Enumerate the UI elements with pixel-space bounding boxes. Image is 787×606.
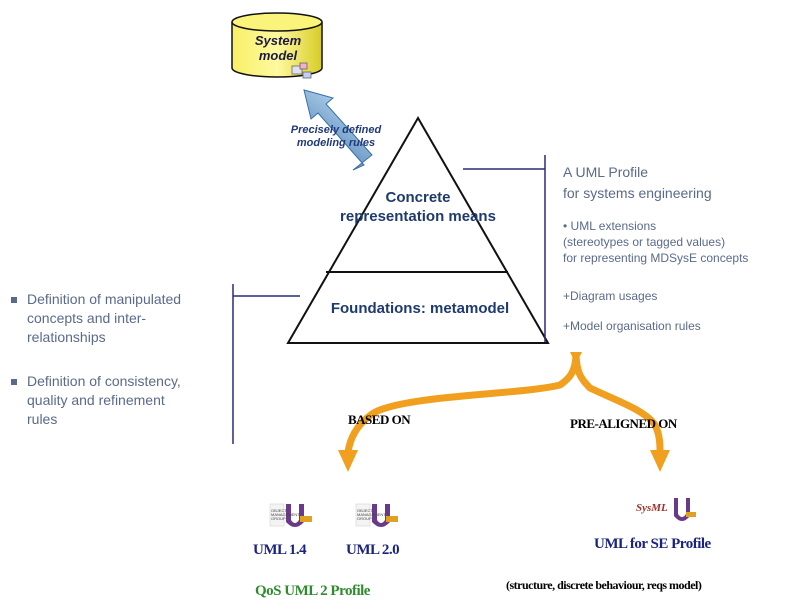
uml20-label: UML 2.0 <box>346 542 400 558</box>
pyramid <box>286 116 550 344</box>
pyramid-top-line2: representation means <box>340 208 496 225</box>
modeling-rules-arrow <box>303 89 373 171</box>
square-bullet-2 <box>11 379 17 385</box>
uml14-label: UML 1.4 <box>253 542 307 558</box>
omg-text-1c: GROUP <box>271 516 286 521</box>
uml-extensions-text: UML extensions <box>570 219 657 233</box>
omg-text-2a: OBJECT <box>357 508 373 513</box>
omg-logo-text-2: OBJECT MANAGEMENT GROUP <box>357 508 386 521</box>
uml-profile-title-line2: for systems engineering <box>563 185 712 201</box>
uml-extensions-line1: • UML extensions <box>563 218 785 234</box>
sysml-logo <box>674 498 696 521</box>
left-item-2: Definition of consistency, quality and r… <box>27 372 227 429</box>
dot-bullet: • <box>563 219 571 233</box>
model-organisation-item: +Model organisation rules <box>563 319 701 333</box>
database-label-line1: System <box>254 33 302 48</box>
right-connector <box>463 155 546 342</box>
left-item-1-line1: Definition of manipulated <box>27 291 182 307</box>
omg-logo-text-1: OBJECT MANAGEMENT GROUP <box>271 508 300 521</box>
left-item-1-line3: relationships <box>27 329 106 345</box>
orange-branch-arrows <box>344 352 664 456</box>
se-profile-caption: (structure, discrete behaviour, reqs mod… <box>506 578 702 592</box>
left-item-1: Definition of manipulated concepts and i… <box>27 290 227 347</box>
based-on-label: BASED ON <box>348 412 411 427</box>
omg-text-1b: MANAGEMENT <box>271 512 300 517</box>
left-connector <box>232 284 300 444</box>
modeling-rules-line2: modeling rules <box>296 137 376 149</box>
omg-text-2c: GROUP <box>357 516 372 521</box>
omg-text-2b: MANAGEMENT <box>357 512 386 517</box>
uml-extensions-item: • UML extensions (stereotypes or tagged … <box>563 218 785 266</box>
arrowheads <box>338 352 670 472</box>
left-item-2-line3: rules <box>27 411 58 427</box>
pre-aligned-on-label: PRE-ALIGNED ON <box>570 416 677 431</box>
square-bullet-1 <box>11 297 17 303</box>
modeling-rules-line1: Precisely defined <box>290 124 382 136</box>
database-label-line2: model <box>258 48 298 63</box>
qos-profile-label: QoS UML 2 Profile <box>255 583 370 599</box>
left-item-2-line2: quality and refinement <box>27 392 165 408</box>
model-icon <box>291 62 312 79</box>
pyramid-bottom-label: Foundations: metamodel <box>330 300 510 317</box>
uml-profile-title: A UML Profile for systems engineering <box>563 162 783 204</box>
left-item-1-line2: concepts and inter- <box>27 310 147 326</box>
database-label: System model <box>238 33 318 63</box>
uml-extensions-line3: for representing MDSysE concepts <box>563 251 749 265</box>
sysml-logo-text: SysML <box>636 502 668 514</box>
uml20-logo <box>355 503 398 527</box>
uml14-logo <box>269 503 312 527</box>
pyramid-top-label: Concrete representation means <box>318 188 518 226</box>
uml-se-profile-label: UML for SE Profile <box>594 536 711 552</box>
database-cylinder <box>231 12 323 78</box>
pyramid-top-line1: Concrete <box>385 189 451 206</box>
left-item-2-line1: Definition of consistency, <box>27 373 181 389</box>
modeling-rules-label: Precisely defined modeling rules <box>280 124 392 150</box>
uml-extensions-line2: (stereotypes or tagged values) <box>563 235 726 249</box>
omg-text-1a: OBJECT <box>271 508 287 513</box>
diagram-usages-item: +Diagram usages <box>563 289 658 303</box>
uml-profile-title-line1: A UML Profile <box>563 164 649 180</box>
